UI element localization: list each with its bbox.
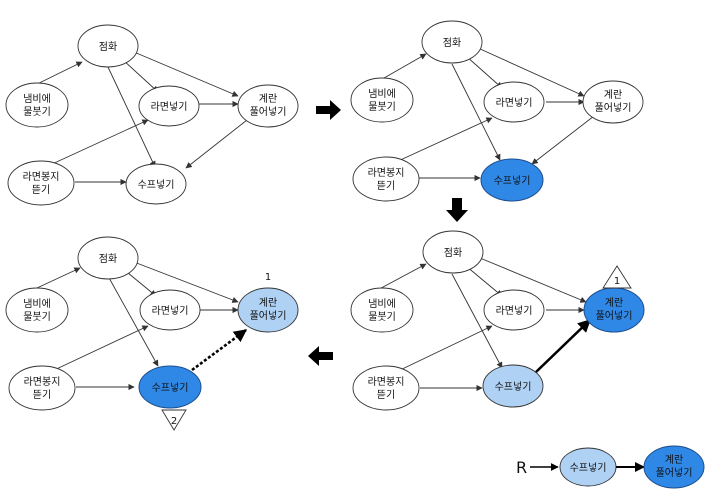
edge — [465, 265, 503, 297]
edge — [531, 115, 595, 165]
node-label: 냄비에 — [23, 298, 51, 310]
edge — [49, 119, 149, 166]
node-soup-active — [480, 158, 544, 202]
node-label: 뜯기 — [32, 184, 50, 196]
node-label: 라면봉지 — [23, 171, 60, 183]
node-label: 계란 — [665, 454, 683, 466]
node-pot — [350, 77, 414, 123]
node-ramen — [483, 289, 545, 331]
node-open-pack — [8, 365, 76, 411]
step-arrow-left — [308, 346, 333, 366]
node-label: 라면넣기 — [152, 305, 189, 317]
node-label: 냄비에 — [368, 88, 396, 100]
node-label: 뜯기 — [377, 180, 395, 192]
edge — [451, 273, 503, 369]
reward-symbol: R — [516, 458, 527, 477]
node-soup-light — [482, 364, 544, 408]
edge — [185, 119, 248, 169]
edge — [465, 55, 503, 89]
node-soup — [125, 163, 187, 205]
node-label: 라면봉지 — [368, 167, 405, 179]
node-label: 수프넣기 — [152, 382, 189, 394]
order-triangle — [602, 265, 632, 289]
node-open-pack — [352, 156, 420, 202]
node-soup-active — [138, 365, 202, 409]
node-label: 물붓기 — [23, 106, 51, 118]
order-number: 1 — [265, 272, 271, 283]
node-ignite — [421, 20, 483, 64]
node-open-pack — [7, 160, 75, 206]
node-label: 수프넣기 — [138, 179, 175, 191]
order-triangle — [161, 409, 187, 431]
node-label: 계란 — [604, 89, 622, 101]
node-egg-active — [583, 287, 645, 333]
node-label: 풀어넣기 — [250, 310, 287, 322]
node-pot — [5, 287, 69, 333]
node-label: 풀어넣기 — [656, 467, 693, 479]
node-label: 점화 — [99, 41, 117, 53]
node-label: 라면넣기 — [151, 101, 188, 113]
node-label: 뜯기 — [377, 389, 395, 401]
node-label: 수프넣기 — [494, 175, 531, 187]
edge-highlight — [535, 319, 591, 373]
node-ignite — [77, 236, 139, 280]
node-egg — [237, 84, 299, 128]
edge — [107, 66, 156, 168]
node-label: 물붓기 — [368, 101, 396, 113]
node-label: 냄비에 — [23, 93, 51, 105]
node-label: 점화 — [443, 37, 461, 49]
edge — [395, 117, 493, 163]
node-label: 물붓기 — [23, 311, 51, 323]
node-ramen — [483, 81, 545, 123]
node-label: 뜯기 — [33, 389, 51, 401]
node-label: 풀어넣기 — [595, 102, 632, 114]
node-ramen — [139, 289, 201, 331]
node-ramen — [138, 85, 200, 127]
node-pot — [5, 82, 69, 128]
node-label: 라면봉지 — [24, 376, 61, 388]
node-open-pack — [352, 365, 420, 411]
node-label: 풀어넣기 — [596, 310, 633, 322]
node-label: 수프넣기 — [495, 381, 532, 393]
node-egg-light — [237, 287, 299, 333]
panel-bottom-left: 점화 냄비에 물붓기 라면넣기 1 계란 풀어넣기 라면봉지 뜯기 수프넣기 2 — [5, 236, 299, 431]
order-number: 1 — [614, 276, 620, 287]
panel-top-left: 점화 냄비에 물붓기 라면넣기 계란 풀어넣기 라면봉지 뜯기 수프넣기 — [5, 24, 299, 206]
node-label: 냄비에 — [368, 298, 396, 310]
node-label: 점화 — [99, 253, 117, 265]
edge — [122, 59, 159, 93]
edge — [133, 261, 239, 303]
node-label: 라면넣기 — [496, 305, 533, 317]
step-arrow-right — [316, 100, 341, 120]
node-ignite — [422, 230, 484, 274]
order-number: 2 — [171, 416, 177, 427]
edge — [477, 47, 585, 97]
node-label: 점화 — [444, 247, 462, 259]
reward-chain: R 수프넣기 계란 풀어넣기 — [516, 445, 705, 489]
edge — [479, 257, 587, 303]
node-egg-active — [643, 445, 705, 489]
edge — [451, 63, 501, 161]
panel-top-right: 점화 냄비에 물붓기 라면넣기 계란 풀어넣기 라면봉지 뜯기 수프넣기 — [350, 20, 644, 202]
edge — [49, 325, 149, 373]
edge — [107, 275, 159, 367]
panel-bottom-right: 점화 냄비에 물붓기 라면넣기 계란 풀어넣기 1 라면봉지 뜯기 수프넣기 — [350, 230, 645, 411]
node-label: 라면봉지 — [368, 376, 405, 388]
step-arrow-down — [446, 198, 468, 222]
node-label: 라면넣기 — [496, 97, 533, 109]
node-label: 물붓기 — [368, 311, 396, 323]
edge — [133, 51, 239, 97]
node-label: 계란 — [259, 297, 277, 309]
node-label: 계란 — [605, 297, 623, 309]
edge-dotted — [191, 328, 248, 372]
edge — [395, 325, 493, 373]
node-egg — [582, 80, 644, 124]
node-label: 수프넣기 — [570, 462, 607, 474]
node-pot — [350, 287, 414, 333]
node-ignite — [77, 24, 139, 68]
node-label: 풀어넣기 — [250, 106, 287, 118]
node-label: 계란 — [259, 93, 277, 105]
